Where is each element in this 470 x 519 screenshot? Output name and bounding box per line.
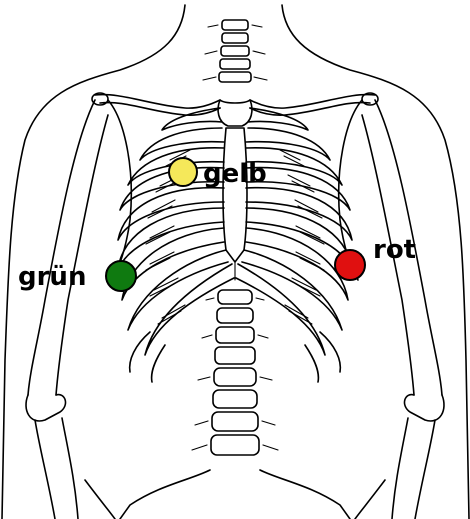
clavicles [92,93,378,115]
sternum [218,100,252,280]
pelvis [85,470,385,519]
electrode-green-label: grün [18,262,86,292]
lumbar-spine [192,290,278,455]
electrode-yellow-label: gelb [203,159,267,189]
cervical-spine [203,20,267,82]
electrode-red: rot [335,235,416,280]
electrode-yellow: gelb [169,158,267,189]
scapulae [108,100,362,280]
electrode-green-marker [106,261,136,291]
electrode-green: grün [18,261,136,292]
electrode-yellow-marker [169,158,197,186]
electrode-red-label: rot [373,235,416,265]
electrode-red-marker [335,250,365,280]
